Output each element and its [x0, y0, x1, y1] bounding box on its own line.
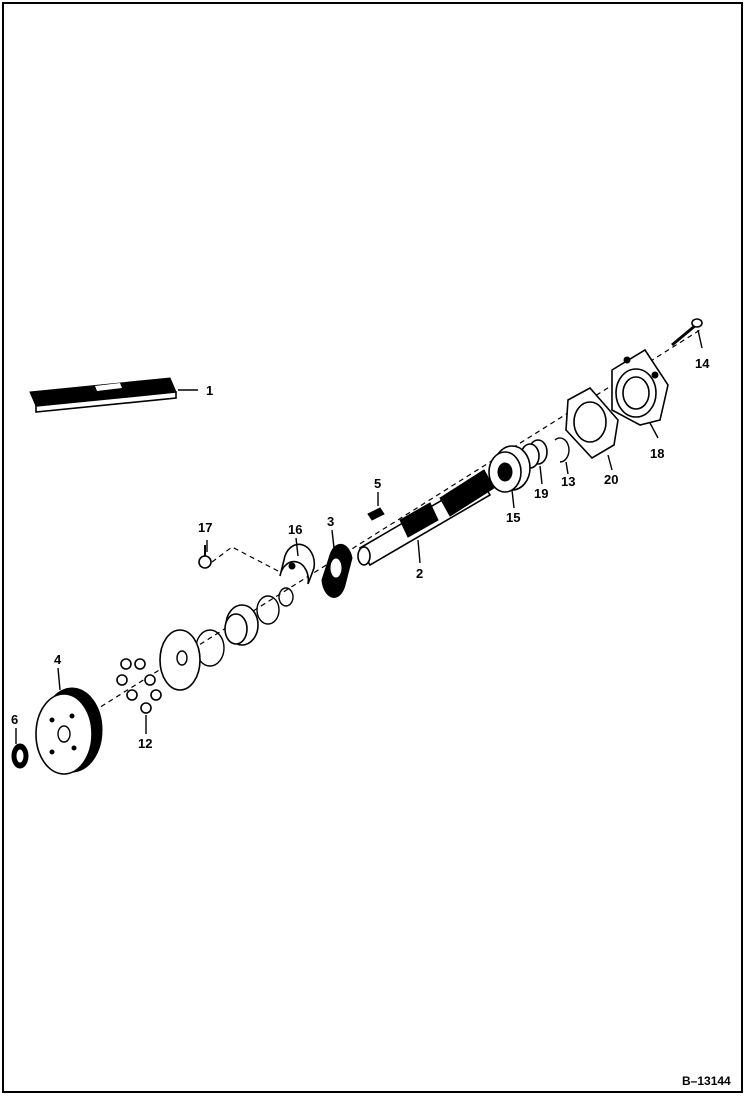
leader-2 [417, 539, 421, 564]
part-16-thrust-washer [279, 543, 316, 585]
part-20-gasket [565, 386, 619, 460]
leader-3 [331, 529, 335, 549]
part-12-rollers [116, 658, 162, 714]
callout-20: 20 [604, 472, 618, 487]
part-1-plate [29, 377, 177, 413]
callout-14: 14 [695, 356, 710, 371]
leader-16 [295, 537, 299, 557]
callout-15: 15 [506, 510, 520, 525]
part-15-bearing [488, 445, 531, 493]
callout-13: 13 [561, 474, 575, 489]
callout-6: 6 [11, 712, 18, 727]
callout-18: 18 [650, 446, 664, 461]
figure-reference: B–13144 [682, 1074, 731, 1088]
part-ring-stack [195, 587, 294, 667]
part-19-spacer [520, 439, 548, 469]
leader-15 [511, 489, 515, 509]
part-5-key [367, 507, 385, 521]
part-3-thrust-bearing [321, 543, 353, 598]
leader-4 [57, 667, 61, 691]
part-14-bolt [671, 318, 703, 347]
leader-14 [697, 329, 703, 349]
leader-20 [607, 454, 613, 471]
leader-13 [565, 461, 569, 475]
part-18-housing [611, 348, 669, 426]
callout-19: 19 [534, 486, 548, 501]
leader-19 [539, 465, 543, 485]
screw-path [211, 546, 281, 573]
leader-18 [649, 422, 659, 439]
part-13-snap-ring [554, 437, 570, 463]
callout-3: 3 [327, 514, 334, 529]
part-17-screw [198, 545, 212, 569]
callout-4: 4 [54, 652, 62, 667]
callout-12: 12 [138, 736, 152, 751]
part-2-shaft [357, 469, 495, 567]
part-thrust-plate [159, 629, 201, 691]
callout-17: 17 [198, 520, 212, 535]
callout-2: 2 [416, 566, 423, 581]
part-4-gear [35, 687, 103, 775]
callout-5: 5 [374, 476, 381, 491]
callout-1: 1 [206, 383, 213, 398]
part-6-seal [11, 743, 29, 769]
callout-16: 16 [288, 522, 302, 537]
